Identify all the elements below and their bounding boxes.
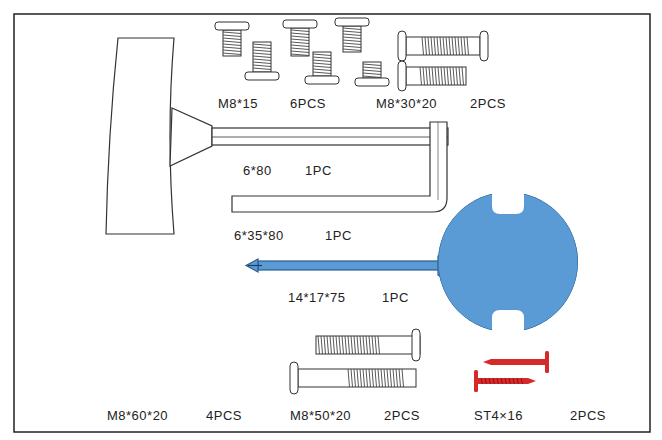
- cap-screw: [355, 62, 389, 86]
- quantity: 2PCS: [470, 96, 506, 111]
- part-size: ST4×16: [474, 408, 523, 423]
- screwdriver-shaft: [258, 261, 442, 270]
- cap-screw: [215, 22, 249, 56]
- part-size: 6*80: [243, 163, 272, 178]
- quantity: 1PC: [382, 290, 409, 305]
- frame: [14, 14, 650, 432]
- quantity: 2PCS: [384, 408, 420, 423]
- connector-bolt: [398, 31, 480, 61]
- connector-bolt: [398, 61, 466, 91]
- part-size: M8*15: [218, 96, 258, 111]
- spanner-handle: [430, 180, 590, 345]
- shaft-edge: [212, 137, 448, 138]
- connector-bolt: [316, 329, 420, 361]
- quantity: 4PCS: [206, 408, 242, 423]
- cap-screw: [283, 20, 317, 56]
- part-size: 6*35*80: [234, 228, 284, 243]
- sleeve-head: [480, 31, 488, 61]
- connector-bolt: [290, 362, 416, 394]
- allen-key: [232, 122, 447, 212]
- quantity: 2PCS: [570, 408, 606, 423]
- self-tapping-screw: [483, 351, 549, 373]
- cap-screw: [305, 52, 339, 84]
- part-size: M8*60*20: [107, 408, 168, 423]
- part-size: M8*50*20: [290, 408, 351, 423]
- cap-screw: [335, 18, 369, 52]
- part-size: 14*17*75: [288, 290, 346, 305]
- quantity: 1PC: [325, 228, 352, 243]
- part-size: M8*30*20: [376, 96, 437, 111]
- quantity: 6PCS: [290, 96, 326, 111]
- t-handle: [106, 38, 174, 234]
- quantity: 1PC: [305, 163, 332, 178]
- self-tapping-screw: [474, 370, 536, 392]
- hex-shaft: [212, 128, 448, 145]
- handle-neck: [170, 108, 212, 166]
- cap-screw: [245, 42, 279, 80]
